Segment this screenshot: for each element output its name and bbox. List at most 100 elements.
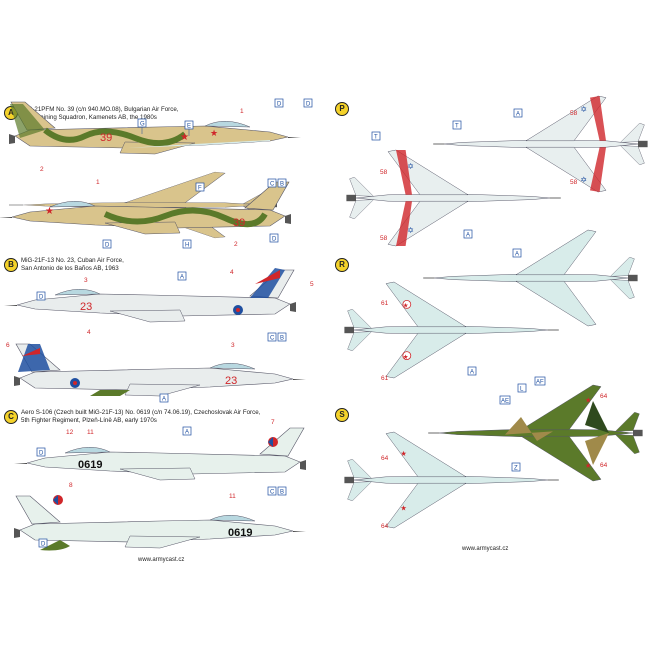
- caption-line: MiG-21PFM No. 39 (c/n 940.MO.08), Bulgar…: [21, 106, 179, 113]
- marking-2: 2: [234, 241, 238, 248]
- plan-s-badge: S: [335, 408, 349, 422]
- marking-64: 64: [381, 523, 389, 530]
- plan-r-lower: ★ ★: [343, 281, 560, 379]
- callout-h: H: [185, 243, 189, 249]
- profile-b-badge: B: [4, 258, 18, 272]
- callouts-a: G E D D C B F D H D 1 1 2 2: [40, 98, 313, 249]
- marking-7: 7: [271, 419, 275, 426]
- red-star-icon: ★: [210, 128, 218, 138]
- mig-a-number: 39: [233, 217, 245, 229]
- callout-af: AF: [536, 380, 544, 386]
- mig-c-number: 0619: [228, 527, 252, 539]
- callout-a: A: [466, 233, 470, 239]
- marking-1: 1: [240, 108, 244, 115]
- marking-12: 12: [66, 429, 74, 436]
- profile-a-caption: MiG-21PFM No. 39 (c/n 940.MO.08), Bulgar…: [21, 106, 179, 123]
- marking-5: 5: [310, 281, 314, 288]
- red-star-icon: ★: [585, 461, 591, 470]
- mig-a-upper: 39 ★ ★: [8, 101, 302, 155]
- mig-b-lower: 23: [13, 343, 307, 397]
- caption-line: San Antonio de los Baños AB, 1963: [21, 265, 119, 273]
- plan-r-upper: [423, 230, 637, 326]
- callout-g: G: [140, 122, 145, 128]
- marking-11: 11: [229, 493, 236, 500]
- marking-8: 8: [69, 482, 73, 489]
- callouts-plans: T A T A A A L AE AF Z 58 58 58 58 61 61 …: [371, 108, 608, 530]
- red-star-icon: ★: [400, 449, 406, 458]
- marking-58: 58: [570, 179, 578, 186]
- marking-61: 61: [381, 300, 389, 307]
- mig-c-lower: 0619: [13, 495, 307, 551]
- callout-a: A: [516, 112, 520, 118]
- callout-d: D: [39, 295, 44, 301]
- callout-a: A: [180, 275, 184, 281]
- profile-c-badge: C: [4, 410, 18, 424]
- red-star-icon: ★: [45, 206, 54, 217]
- marking-58: 58: [380, 169, 388, 176]
- mig-a-second-side: 39 ★: [0, 181, 292, 235]
- callout-f: F: [198, 186, 202, 192]
- callout-z: Z: [514, 466, 518, 472]
- callout-a: A: [515, 252, 519, 258]
- callout-a: A: [185, 430, 189, 436]
- callout-c: C: [270, 490, 275, 496]
- callout-d: D: [41, 542, 46, 548]
- mig-b-number: 23: [80, 301, 92, 313]
- red-star-icon: ★: [403, 303, 409, 310]
- callout-d: D: [105, 243, 110, 249]
- callout-e: E: [187, 124, 191, 130]
- marking-4: 4: [87, 329, 91, 336]
- caption-line: Aero S-106 (Czech built MiG-21F-13) No. …: [21, 409, 261, 416]
- mig-c-number: 0619: [78, 459, 102, 471]
- star-icon: ✡: [580, 175, 587, 184]
- marking-64: 64: [600, 393, 608, 400]
- red-star-icon: ★: [403, 354, 409, 361]
- star-icon: ✡: [407, 162, 414, 171]
- callout-d: D: [39, 451, 44, 457]
- red-star-icon: ★: [585, 396, 591, 405]
- profile-c-caption: Aero S-106 (Czech built MiG-21F-13) No. …: [21, 409, 260, 426]
- star-icon: ✡: [407, 226, 414, 235]
- callout-d: D: [306, 102, 311, 108]
- callout-a: A: [162, 397, 166, 403]
- callout-c: C: [270, 182, 275, 188]
- caption-line: MiG-21F-13 No. 23, Cuban Air Force,: [21, 257, 124, 264]
- callouts-b: A D C B A 3 4 5 4 6 3: [6, 269, 314, 403]
- plan-s-lower: ★ ★: [343, 431, 560, 529]
- marking-64: 64: [600, 462, 608, 469]
- marking-1: 1: [96, 179, 100, 186]
- callout-c: C: [270, 336, 275, 342]
- callout-ae: AE: [501, 399, 509, 405]
- callouts-c: A D C B D 12 11 7 8 11: [36, 419, 287, 548]
- marking-6: 6: [6, 342, 10, 349]
- callout-b: B: [280, 336, 284, 342]
- mig-b-upper: 23: [3, 268, 297, 323]
- red-star-icon: ★: [180, 132, 189, 143]
- callout-t: T: [374, 135, 378, 141]
- marking-4: 4: [230, 269, 234, 276]
- caption-line: 1/12 Training Squadron, Kamenets AB, the…: [21, 114, 157, 122]
- star-icon: ✡: [580, 105, 587, 114]
- red-star-icon: ★: [400, 503, 406, 512]
- website-left: www.armycast.cz: [138, 557, 185, 563]
- caption-line: 5th Fighter Regiment, Plzeň-Líně AB, ear…: [21, 417, 157, 425]
- marking-3: 3: [84, 277, 88, 284]
- callout-t: T: [455, 124, 459, 130]
- callout-d: D: [277, 102, 282, 108]
- plan-p-lower: ✡ ✡: [345, 149, 562, 247]
- plan-r-badge: R: [335, 258, 349, 272]
- marking-58: 58: [570, 110, 578, 117]
- plan-p-badge: P: [335, 102, 349, 116]
- callout-b: B: [280, 182, 284, 188]
- callout-b: B: [280, 490, 284, 496]
- mig-c-upper: 0619: [13, 427, 307, 481]
- callout-d: D: [272, 237, 277, 243]
- marking-11: 11: [87, 429, 94, 436]
- plan-s-upper: ★ ★: [428, 385, 642, 481]
- callout-l: L: [520, 387, 524, 393]
- callout-a: A: [470, 370, 474, 376]
- mig-a-number: 39: [100, 132, 112, 144]
- mig-b-number: 23: [225, 375, 237, 387]
- marking-64: 64: [381, 455, 389, 462]
